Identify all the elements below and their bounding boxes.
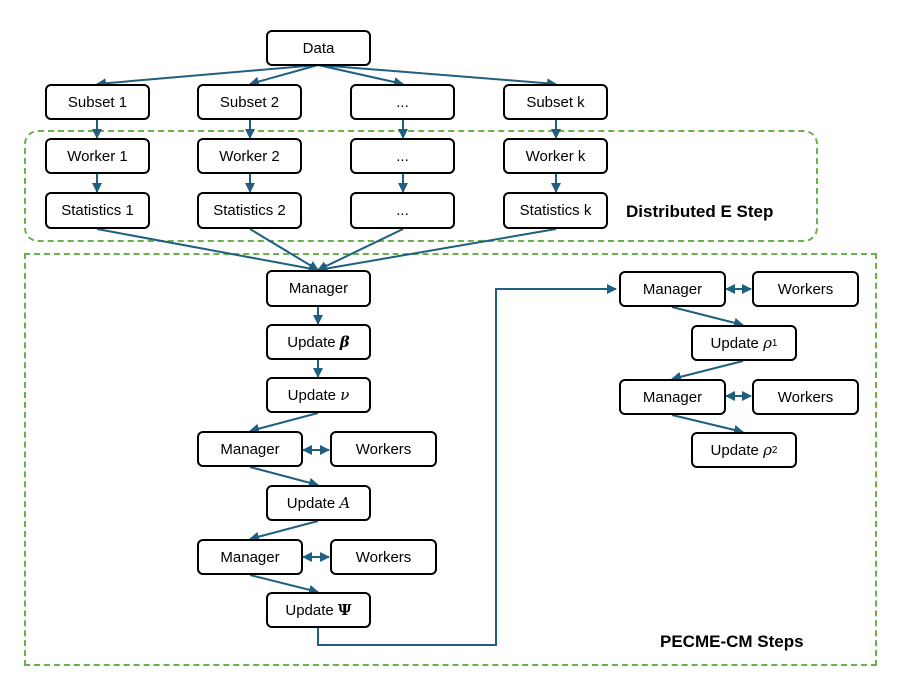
rho-symbol: ρ (763, 334, 772, 352)
pecme-cm-steps-label: PECME-CM Steps (660, 632, 804, 651)
distributed-e-step-region (24, 130, 818, 242)
edge-manager3-update-psi (249, 574, 319, 595)
edge-update-a-manager3 (249, 520, 319, 542)
update-nu-node: Update ν (266, 377, 371, 413)
update-label: Update (287, 386, 337, 404)
edge-update-psi-manager4 (317, 284, 617, 646)
edge-data-subsetk (317, 64, 557, 89)
manager-node-5: Manager (619, 379, 726, 415)
worker-ellipsis-node: ... (350, 138, 455, 174)
update-label: Update (285, 601, 334, 619)
edge-stats2-manager (249, 228, 319, 271)
statistics-ellipsis-node: ... (350, 192, 455, 229)
edge-data-subset2 (249, 64, 319, 87)
statistics-1-node: Statistics 1 (45, 192, 150, 229)
update-psi-node: Update Ψ (266, 592, 371, 628)
update-label: Update (286, 494, 336, 512)
workers-node-1: Workers (330, 431, 437, 467)
edge-data-subset1 (96, 64, 319, 89)
beta-symbol: β (339, 333, 350, 351)
subset-1-node: Subset 1 (45, 84, 150, 120)
pecme-cm-steps-region (24, 253, 877, 666)
edge-stats1-manager (96, 228, 319, 274)
rho-symbol: ρ (763, 441, 772, 459)
statistics-k-node: Statistics k (503, 192, 608, 229)
distributed-e-step-label: Distributed E Step (626, 202, 774, 221)
edge-update-rho1-manager5 (671, 360, 744, 382)
edge-statsk-manager (317, 228, 557, 274)
update-label: Update (287, 333, 336, 351)
worker-1-node: Worker 1 (45, 138, 150, 174)
edge-manager4-update-rho1 (671, 306, 744, 328)
a-symbol: A (339, 494, 351, 512)
worker-2-node: Worker 2 (197, 138, 302, 174)
subset-k-node: Subset k (503, 84, 608, 120)
rho-2-subscript: 2 (771, 444, 778, 456)
manager-node-1: Manager (266, 270, 371, 307)
update-beta-node: Update β (266, 324, 371, 360)
manager-node-3: Manager (197, 539, 303, 575)
rho-1-subscript: 1 (771, 337, 778, 349)
workers-node-4: Workers (752, 379, 859, 415)
subset-2-node: Subset 2 (197, 84, 302, 120)
workers-node-2: Workers (330, 539, 437, 575)
data-node: Data (266, 30, 371, 66)
psi-symbol: Ψ (337, 601, 352, 619)
subset-ellipsis-node: ... (350, 84, 455, 120)
edge-manager2-update-a (249, 466, 319, 488)
edge-data-subset-dots (317, 64, 404, 87)
manager-node-4: Manager (619, 271, 726, 307)
edge-stats-dots-manager (317, 228, 404, 271)
update-a-node: Update A (266, 485, 371, 521)
statistics-2-node: Statistics 2 (197, 192, 302, 229)
update-label: Update (710, 334, 759, 352)
manager-node-2: Manager (197, 431, 303, 467)
nu-symbol: ν (340, 386, 350, 404)
workers-node-3: Workers (752, 271, 859, 307)
edge-update-nu-manager2 (249, 412, 319, 434)
update-label: Update (710, 441, 759, 459)
edge-manager5-update-rho2 (671, 414, 744, 435)
worker-k-node: Worker k (503, 138, 608, 174)
